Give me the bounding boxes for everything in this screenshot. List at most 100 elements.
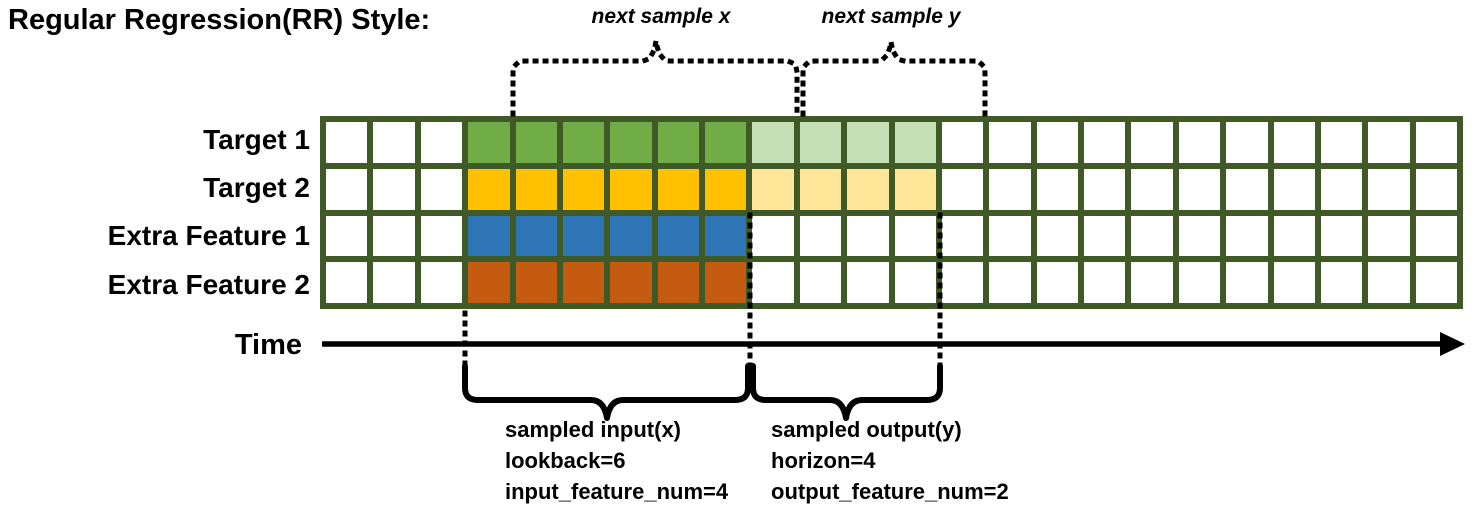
grid-cell-r2-c5 xyxy=(515,168,557,210)
grid-cell-r2-c24 xyxy=(1415,168,1457,210)
output-feature-num-value: output_feature_num=2 xyxy=(771,479,1009,504)
grid-cell-r1-c11 xyxy=(799,122,842,163)
next-sample-y-label: next sample y xyxy=(821,5,961,28)
grid-cell-r3-c9 xyxy=(705,215,747,257)
grid-cell-r2-c4 xyxy=(468,168,510,210)
grid-cell-r4-c13 xyxy=(894,262,936,303)
grid-cell-r3-c3 xyxy=(420,215,463,257)
grid-cell-r2-c15 xyxy=(989,168,1031,210)
grid-cell-r4-c20 xyxy=(1226,262,1268,303)
grid-cell-r1-c24 xyxy=(1415,122,1457,163)
grid-cell-r4-c1 xyxy=(326,262,368,303)
input-feature-num-value: input_feature_num=4 xyxy=(505,479,729,504)
grid-cell-r1-c17 xyxy=(1084,122,1126,163)
grid-cell-r4-c5 xyxy=(515,262,557,303)
grid-cell-r4-c19 xyxy=(1178,262,1221,303)
sampled-input-brace xyxy=(462,363,751,421)
grid-cell-r4-c21 xyxy=(1273,262,1315,303)
grid-cell-r2-c7 xyxy=(610,168,652,210)
grid-cell-r3-c23 xyxy=(1368,215,1410,257)
grid-cell-r2-c18 xyxy=(1131,168,1173,210)
grid-cell-r4-c23 xyxy=(1368,262,1410,303)
grid-cell-r2-c13 xyxy=(894,168,936,210)
row-label-target-2: Target 2 xyxy=(203,172,310,203)
row-label-target-1: Target 1 xyxy=(203,124,310,155)
grid-cell-r3-c8 xyxy=(657,215,699,257)
grid-cell-r4-c10 xyxy=(752,262,794,303)
next-sample-x-brace xyxy=(510,40,800,117)
grid-cell-r2-c10 xyxy=(752,168,794,210)
grid-cell-r3-c18 xyxy=(1131,215,1173,257)
grid-cell-r1-c14 xyxy=(941,122,984,163)
grid-cell-r3-c5 xyxy=(515,215,557,257)
sampled-output-brace xyxy=(750,363,943,421)
grid-cell-r4-c12 xyxy=(847,262,889,303)
next-sample-y-brace xyxy=(800,41,988,117)
grid-cell-r3-c13 xyxy=(894,215,936,257)
sampled-input-annotation: sampled input(x) lookback=6 input_featur… xyxy=(505,414,728,507)
grid-cell-r2-c19 xyxy=(1178,168,1221,210)
sampled-output-annotation: sampled output(y) horizon=4 output_featu… xyxy=(771,414,1009,507)
grid-cell-r4-c14 xyxy=(941,262,984,303)
grid-cell-r4-c9 xyxy=(705,262,747,303)
grid-cell-r3-c17 xyxy=(1084,215,1126,257)
grid-cell-r4-c4 xyxy=(468,262,510,303)
grid-cell-r3-c2 xyxy=(373,215,415,257)
grid-cell-r1-c3 xyxy=(420,122,463,163)
grid-cell-r3-c4 xyxy=(468,215,510,257)
grid-cell-r3-c1 xyxy=(326,215,368,257)
grid-cell-r3-c16 xyxy=(1036,215,1078,257)
grid-cell-r1-c1 xyxy=(326,122,368,163)
grid-cell-r1-c20 xyxy=(1226,122,1268,163)
grid-cell-r1-c4 xyxy=(468,122,510,163)
grid-cell-r3-c19 xyxy=(1178,215,1221,257)
grid xyxy=(320,116,1463,309)
grid-cell-r1-c18 xyxy=(1131,122,1173,163)
horizon-value: horizon=4 xyxy=(771,448,876,473)
grid-cell-r4-c15 xyxy=(989,262,1031,303)
grid-cell-r2-c6 xyxy=(562,168,605,210)
grid-cell-r4-c16 xyxy=(1036,262,1078,303)
grid-cell-r1-c10 xyxy=(752,122,794,163)
time-arrowhead-icon xyxy=(1440,332,1465,356)
grid-cell-r2-c8 xyxy=(657,168,699,210)
grid-cell-r1-c16 xyxy=(1036,122,1078,163)
grid-cell-r2-c9 xyxy=(705,168,747,210)
grid-cell-r3-c7 xyxy=(610,215,652,257)
grid-cell-r4-c2 xyxy=(373,262,415,303)
grid-cell-r1-c12 xyxy=(847,122,889,163)
time-axis-label: Time xyxy=(234,329,302,361)
grid-cell-r4-c22 xyxy=(1320,262,1363,303)
grid-cell-r3-c22 xyxy=(1320,215,1363,257)
grid-cell-r3-c21 xyxy=(1273,215,1315,257)
lookback-value: lookback=6 xyxy=(505,448,626,473)
grid-cell-r2-c22 xyxy=(1320,168,1363,210)
grid-cell-r3-c6 xyxy=(562,215,605,257)
grid-cell-r1-c23 xyxy=(1368,122,1410,163)
diagram-title: Regular Regression(RR) Style: xyxy=(8,4,431,36)
grid-cell-r4-c18 xyxy=(1131,262,1173,303)
grid-cell-r1-c8 xyxy=(657,122,699,163)
row-label-extra-feature-1: Extra Feature 1 xyxy=(107,220,310,251)
grid-cell-r4-c8 xyxy=(657,262,699,303)
grid-cell-r1-c13 xyxy=(894,122,936,163)
grid-cell-r3-c11 xyxy=(799,215,842,257)
grid-cell-r4-c3 xyxy=(420,262,463,303)
grid-cell-r4-c11 xyxy=(799,262,842,303)
grid-cell-r3-c24 xyxy=(1415,215,1457,257)
grid-cell-r1-c7 xyxy=(610,122,652,163)
grid-cell-r3-c15 xyxy=(989,215,1031,257)
grid-cell-r2-c2 xyxy=(373,168,415,210)
grid-cell-r1-c9 xyxy=(705,122,747,163)
grid-cell-r3-c10 xyxy=(752,215,794,257)
grid-cell-r2-c3 xyxy=(420,168,463,210)
grid-cell-r2-c14 xyxy=(941,168,984,210)
grid-cell-r4-c24 xyxy=(1415,262,1457,303)
grid-cell-r4-c7 xyxy=(610,262,652,303)
grid-cell-r3-c14 xyxy=(941,215,984,257)
sampled-output-title: sampled output(y) xyxy=(771,417,962,442)
grid-cell-r3-c20 xyxy=(1226,215,1268,257)
grid-cell-r2-c21 xyxy=(1273,168,1315,210)
grid-cell-r1-c6 xyxy=(562,122,605,163)
